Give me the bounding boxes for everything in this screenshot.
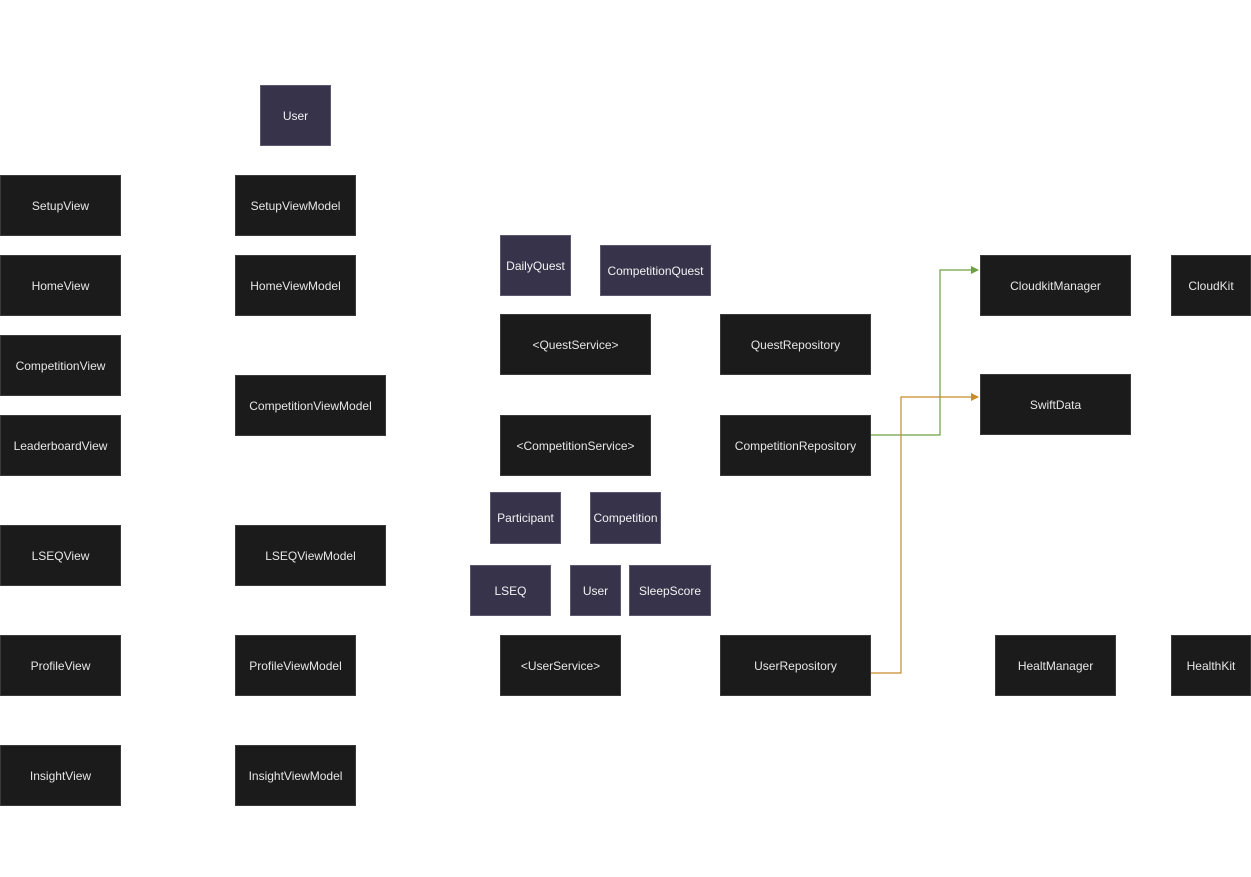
node-participant-model[interactable]: Participant xyxy=(490,492,561,544)
node-user-repository[interactable]: UserRepository xyxy=(720,635,871,696)
node-competition-service[interactable]: <CompetitionService> xyxy=(500,415,651,476)
node-user-model[interactable]: User xyxy=(260,85,331,146)
node-competition-quest-model[interactable]: CompetitionQuest xyxy=(600,245,711,296)
node-daily-quest-model[interactable]: DailyQuest xyxy=(500,235,571,296)
node-leaderboard-view[interactable]: LeaderboardView xyxy=(0,415,121,476)
node-healthkit[interactable]: HealthKit xyxy=(1171,635,1251,696)
node-sleep-score-model[interactable]: SleepScore xyxy=(629,565,711,616)
connector-user-repository-to-swift-data xyxy=(871,393,979,674)
node-insight-view-model[interactable]: InsightViewModel xyxy=(235,745,356,806)
node-lseq-view-model[interactable]: LSEQViewModel xyxy=(235,525,386,586)
node-competition-view[interactable]: CompetitionView xyxy=(0,335,121,396)
connector-competition-repository-to-cloudkit-manager xyxy=(871,266,979,436)
node-quest-repository[interactable]: QuestRepository xyxy=(720,314,871,375)
node-insight-view[interactable]: InsightView xyxy=(0,745,121,806)
node-user-service[interactable]: <UserService> xyxy=(500,635,621,696)
node-cloudkit[interactable]: CloudKit xyxy=(1171,255,1251,316)
node-healt-manager[interactable]: HealtManager xyxy=(995,635,1116,696)
node-home-view-model[interactable]: HomeViewModel xyxy=(235,255,356,316)
node-quest-service[interactable]: <QuestService> xyxy=(500,314,651,375)
node-home-view[interactable]: HomeView xyxy=(0,255,121,316)
node-setup-view-model[interactable]: SetupViewModel xyxy=(235,175,356,236)
node-user-model-2[interactable]: User xyxy=(570,565,621,616)
node-lseq-view[interactable]: LSEQView xyxy=(0,525,121,586)
node-profile-view-model[interactable]: ProfileViewModel xyxy=(235,635,356,696)
node-competition-model[interactable]: Competition xyxy=(590,492,661,544)
node-cloudkit-manager[interactable]: CloudkitManager xyxy=(980,255,1131,316)
node-competition-view-model[interactable]: CompetitionViewModel xyxy=(235,375,386,436)
node-setup-view[interactable]: SetupView xyxy=(0,175,121,236)
node-competition-repository[interactable]: CompetitionRepository xyxy=(720,415,871,476)
node-swift-data[interactable]: SwiftData xyxy=(980,374,1131,435)
node-lseq-model[interactable]: LSEQ xyxy=(470,565,551,616)
node-profile-view[interactable]: ProfileView xyxy=(0,635,121,696)
